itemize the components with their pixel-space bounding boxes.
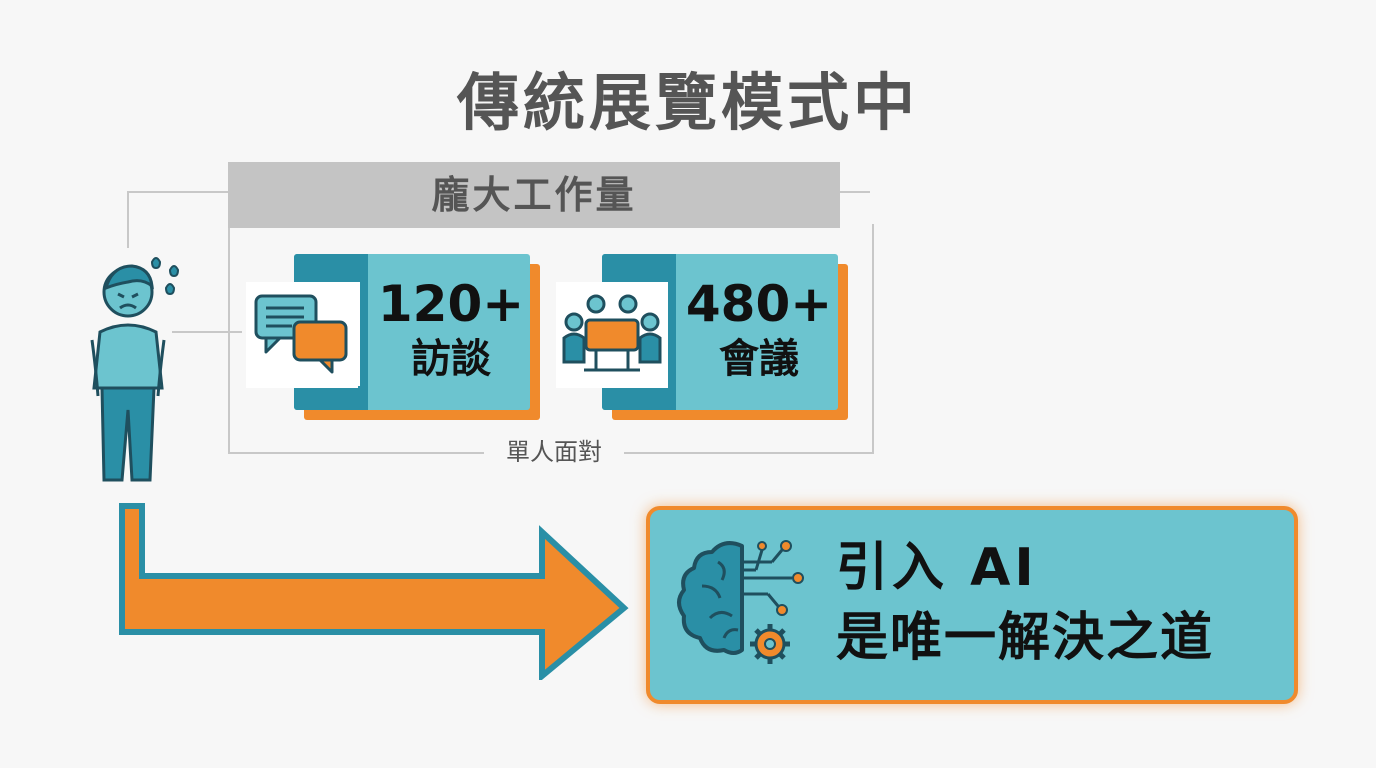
workload-header: 龐大工作量: [228, 162, 840, 228]
ai-brain-circuit-icon: [677, 540, 804, 664]
chat-bubbles-icon: [254, 294, 348, 374]
solution-line-2: 是唯一解決之道: [836, 608, 1215, 668]
page-title: 傳統展覽模式中: [456, 66, 919, 139]
meeting-icon-panel: [556, 282, 668, 388]
solution-line-1: 引入 AI: [836, 538, 1038, 598]
chat-icon-panel: [246, 282, 358, 388]
interviews-count: 120+: [377, 275, 525, 333]
stressed-person-icon: [90, 257, 180, 482]
big-arrow-icon: [119, 503, 629, 680]
interviews-label: 訪談: [411, 336, 491, 382]
workload-caption: 單人面對: [484, 434, 624, 470]
meetings-count: 480+: [685, 275, 833, 333]
ai-solution-box: 引入 AI 是唯一解決之道: [646, 506, 1298, 704]
meeting-table-icon: [562, 294, 662, 372]
meetings-label: 會議: [719, 336, 799, 382]
